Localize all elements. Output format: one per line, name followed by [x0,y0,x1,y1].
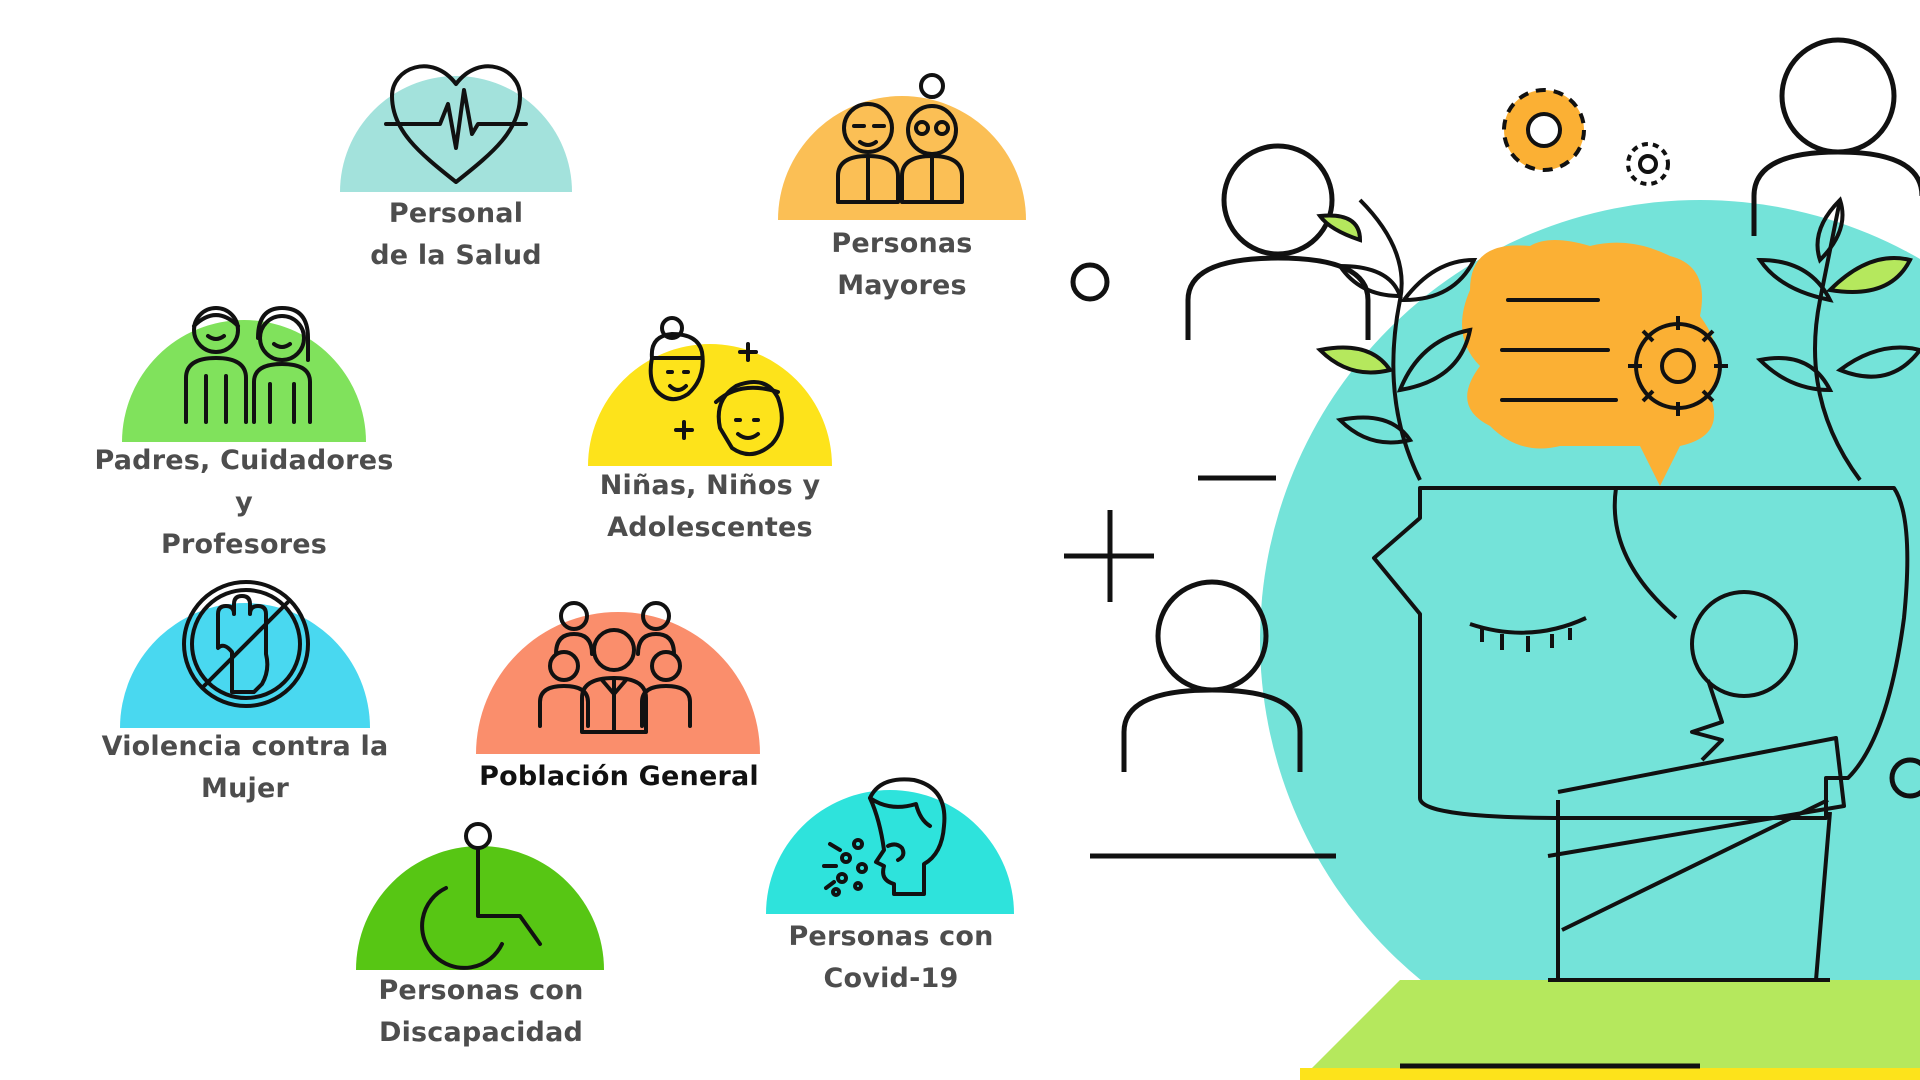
category-ninos-graphic [588,316,832,466]
gear-small-icon [1626,142,1670,186]
leaf-vine-left [1315,198,1478,481]
category-ninos-label: Niñas, Niños y Adolescentes [599,470,821,543]
category-ninos-half-disc [588,344,832,466]
category-padres[interactable]: Padres, Cuidadores y Profesores [94,290,394,560]
illustration-ground [1300,980,1920,1080]
parents-icon [184,306,312,424]
category-poblacion-label: Población General [479,761,759,792]
category-salud-graphic [340,64,572,192]
category-violencia-label: Violencia contra la Mujer [101,731,389,804]
category-covid-label: Personas con Covid-19 [788,921,994,994]
small-circle-mark [1070,262,1110,302]
category-violencia-graphic [120,580,370,728]
mental-health-illustration [1064,37,1920,1080]
group-people-icon [538,601,692,734]
category-discapacidad-label: Personas con Discapacidad [378,975,584,1048]
heartbeat-icon [384,64,528,184]
category-discapacidad[interactable]: Personas con Discapacidad [356,820,606,1060]
category-ninos[interactable]: Niñas, Niños y Adolescentes [580,310,840,550]
elderly-couple-icon [836,73,964,204]
category-covid-graphic [766,777,1014,914]
category-covid[interactable]: Personas con Covid-19 [766,770,1016,1000]
plus-mark [1064,510,1154,602]
category-poblacion[interactable]: Población General [474,596,764,806]
category-mayores[interactable]: Personas Mayores [772,64,1032,301]
wheelchair-icon [420,822,542,970]
stop-hand-icon [182,580,310,708]
category-mayores-graphic [778,73,1026,220]
category-mayores-label: Personas Mayores [831,228,973,301]
person-icon-right [1751,37,1920,236]
illustration-circle [1260,200,1920,1080]
category-poblacion-graphic [476,601,760,754]
category-violencia-half-disc [120,603,370,728]
bubble-lines [1500,298,1618,402]
category-padres-label: Padres, Cuidadores y Profesores [94,445,394,560]
category-salud-label: Personal de la Salud [370,198,542,271]
person-icon [1185,143,1371,340]
bubble-gear-icon [1628,316,1728,416]
face-profile [1372,486,1910,982]
gear-large-icon [1502,88,1586,172]
children-icon [648,316,784,456]
category-covid-half-disc [766,790,1014,914]
illustration-ground-edge [1300,1068,1920,1080]
category-salud[interactable]: Personal de la Salud [336,40,576,280]
category-padres-graphic [122,306,366,442]
leaf-vine-right [1755,196,1920,482]
category-violencia[interactable]: Violencia contra la Mujer [100,574,390,824]
edge-circle-mark [1889,757,1920,799]
person-icon-lower [1121,579,1303,772]
category-discapacidad-graphic [356,822,604,970]
sneezing-person-icon [822,777,947,897]
